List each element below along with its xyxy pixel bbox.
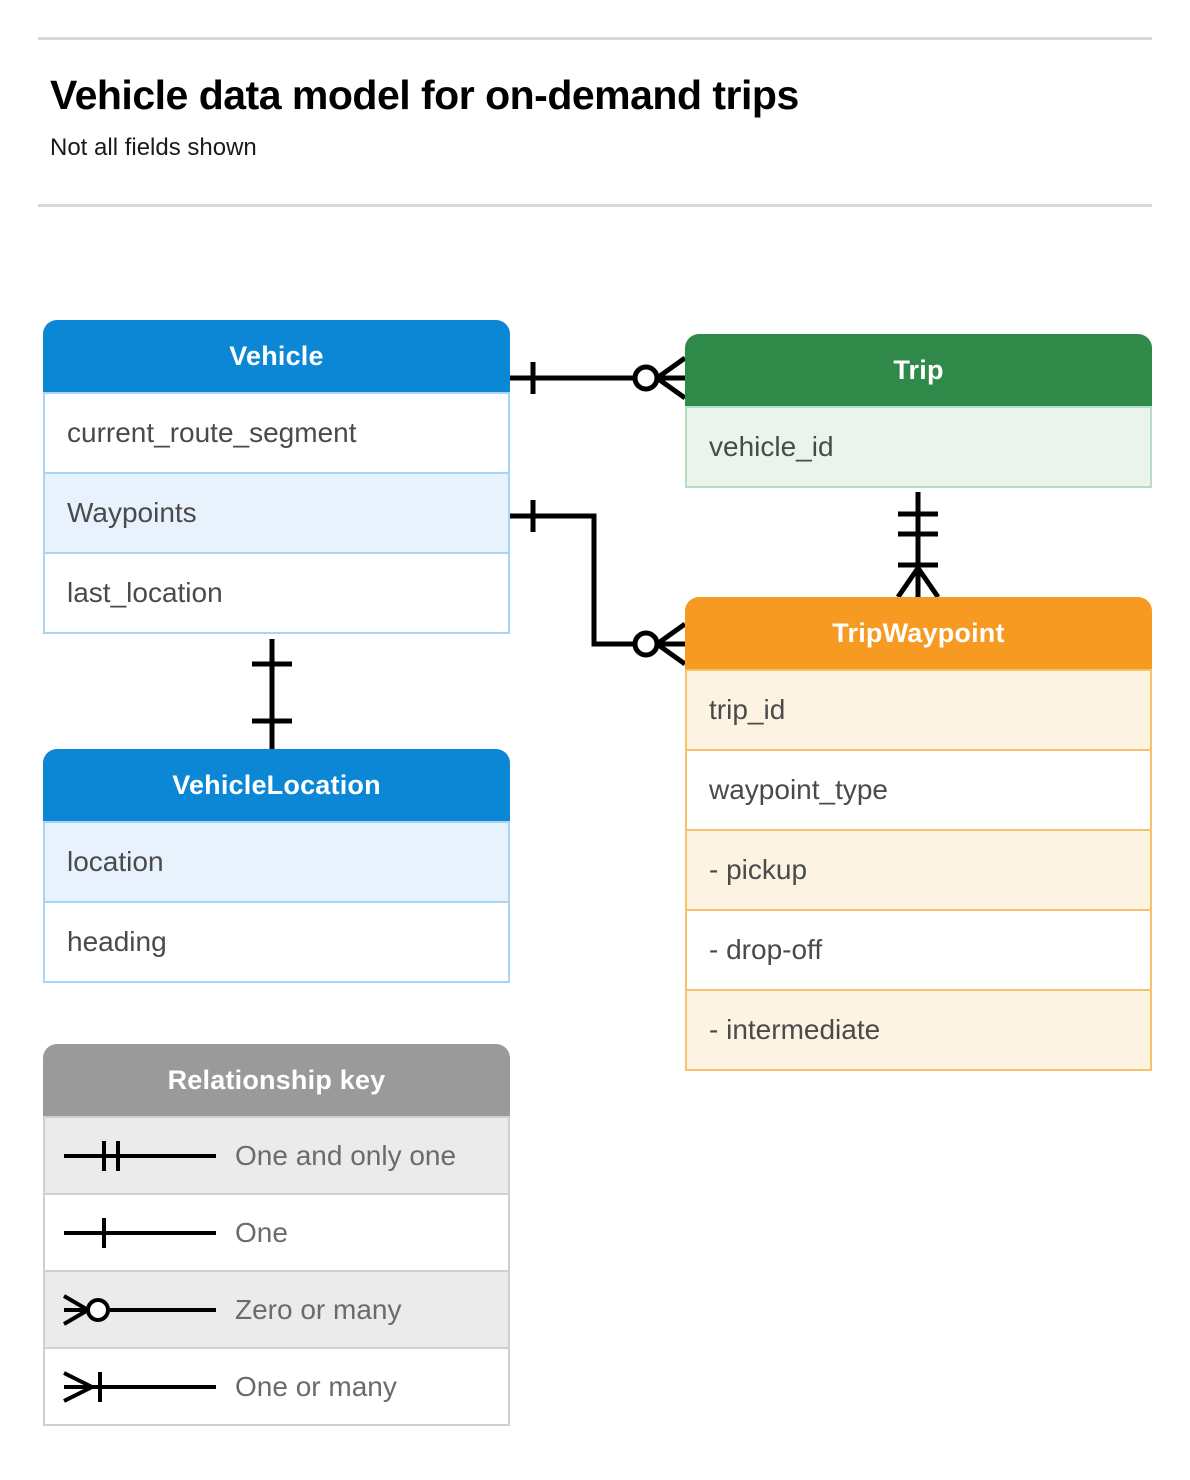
entity-trip[interactable]: Trip vehicle_id <box>685 334 1152 488</box>
field-vehicle-id[interactable]: vehicle_id <box>687 406 1150 486</box>
connector-vehicle-vehiclelocation <box>252 639 292 749</box>
connector-trip-tripwaypoint <box>895 492 941 599</box>
legend-item-one-and-only-one: One and only one <box>45 1116 508 1193</box>
relationship-key-rows: One and only one One <box>43 1116 510 1426</box>
page-title: Vehicle data model for on-demand trips <box>50 72 799 118</box>
connector-waypoints-tripwaypoint <box>510 500 687 667</box>
entity-trip-title: Trip <box>685 334 1152 406</box>
field-current-route-segment[interactable]: current_route_segment <box>45 392 508 472</box>
one-or-many-icon <box>45 1365 235 1409</box>
page-subtitle: Not all fields shown <box>50 134 257 161</box>
legend-label-one: One <box>235 1216 288 1248</box>
field-last-location[interactable]: last_location <box>45 552 508 632</box>
legend-label-zero-or-many: Zero or many <box>235 1293 402 1325</box>
relationship-key-legend: Relationship key One and only one <box>43 1044 510 1426</box>
entity-vehiclelocation-fields: location heading <box>43 821 510 983</box>
field-heading[interactable]: heading <box>45 901 508 981</box>
legend-item-one: One <box>45 1193 508 1270</box>
one-and-only-one-icon <box>45 1134 235 1178</box>
field-trip-id[interactable]: trip_id <box>687 669 1150 749</box>
top-divider <box>38 37 1152 40</box>
one-icon <box>45 1211 235 1255</box>
legend-item-zero-or-many: Zero or many <box>45 1270 508 1347</box>
entity-vehicle[interactable]: Vehicle current_route_segment Waypoints … <box>43 320 510 634</box>
entity-tripwaypoint-fields: trip_id waypoint_type - pickup - drop-of… <box>685 669 1152 1071</box>
entity-vehiclelocation-title: VehicleLocation <box>43 749 510 821</box>
entity-vehiclelocation[interactable]: VehicleLocation location heading <box>43 749 510 983</box>
legend-label-one-and-only-one: One and only one <box>235 1139 457 1171</box>
field-location[interactable]: location <box>45 821 508 901</box>
relationship-key-title: Relationship key <box>43 1044 510 1116</box>
entity-tripwaypoint[interactable]: TripWaypoint trip_id waypoint_type - pic… <box>685 597 1152 1071</box>
field-waypoints[interactable]: Waypoints <box>45 472 508 552</box>
entity-vehicle-fields: current_route_segment Waypoints last_loc… <box>43 392 510 634</box>
entity-tripwaypoint-title: TripWaypoint <box>685 597 1152 669</box>
connector-vehicle-trip <box>510 355 687 401</box>
field-waypoint-type-dropoff[interactable]: - drop-off <box>687 909 1150 989</box>
field-waypoint-type-intermediate[interactable]: - intermediate <box>687 989 1150 1069</box>
legend-item-one-or-many: One or many <box>45 1347 508 1424</box>
legend-label-one-or-many: One or many <box>235 1370 397 1402</box>
bottom-divider <box>38 204 1152 207</box>
entity-vehicle-title: Vehicle <box>43 320 510 392</box>
zero-or-many-icon <box>45 1288 235 1332</box>
entity-trip-fields: vehicle_id <box>685 406 1152 488</box>
field-waypoint-type[interactable]: waypoint_type <box>687 749 1150 829</box>
field-waypoint-type-pickup[interactable]: - pickup <box>687 829 1150 909</box>
